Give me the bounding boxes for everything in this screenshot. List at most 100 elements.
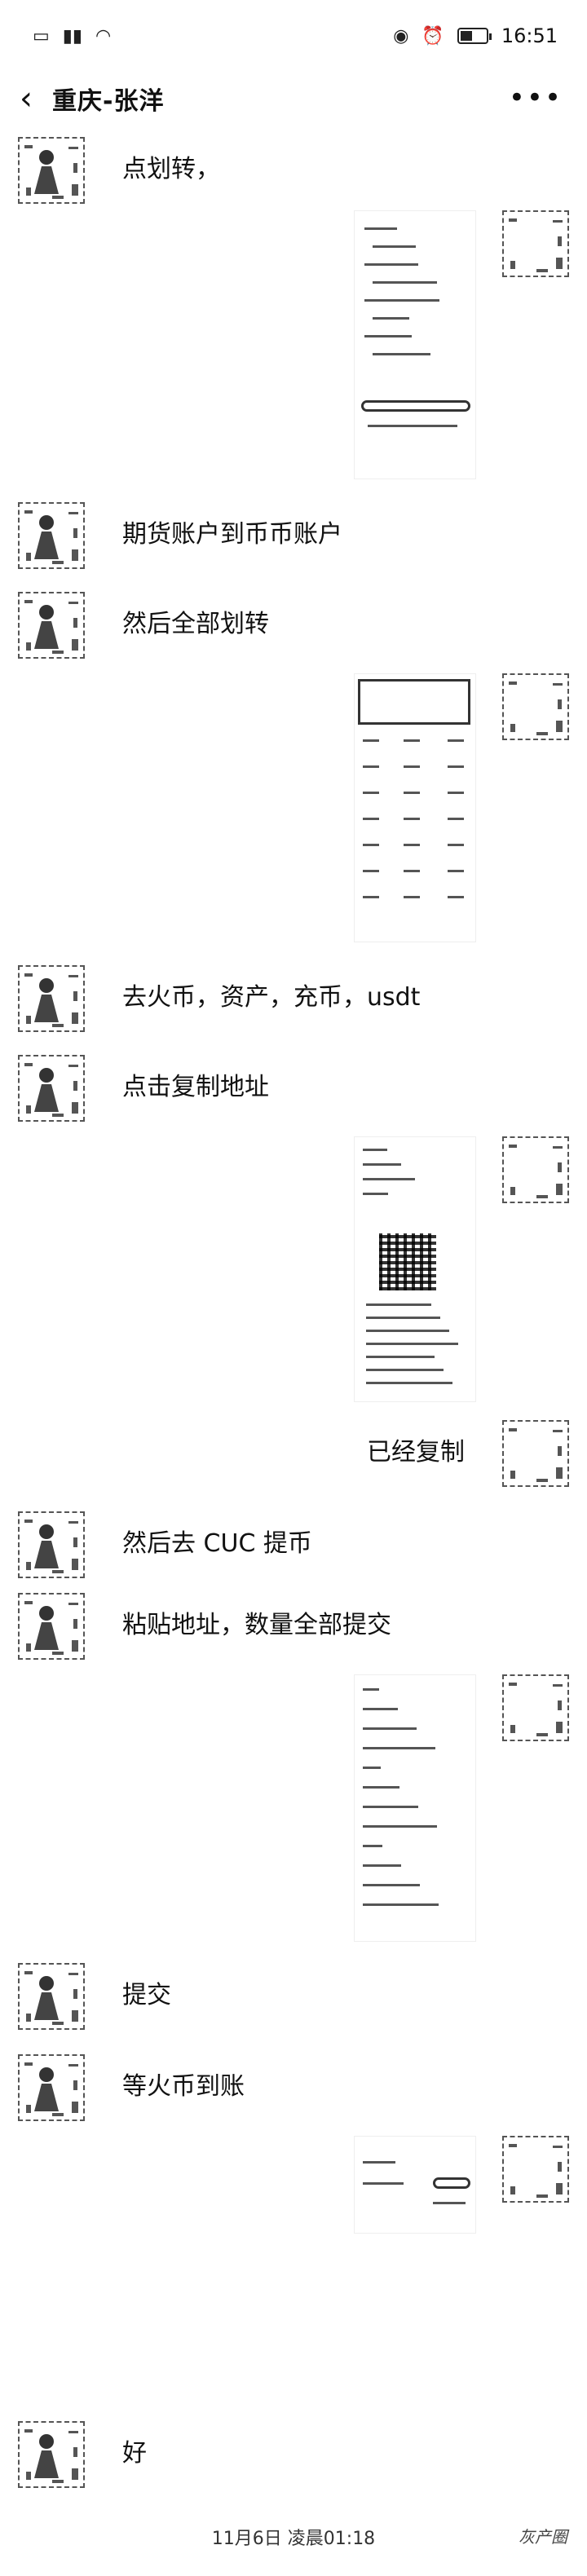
screenshot-text-line <box>373 245 416 248</box>
image-message-thumbnail[interactable] <box>354 1136 476 1402</box>
avatar-figure-body <box>34 621 59 649</box>
screenshot-text-line <box>363 1708 398 1710</box>
message-text[interactable]: 已经复制 <box>367 1438 465 1467</box>
screenshot-text-line <box>448 896 464 898</box>
contact-avatar[interactable] <box>18 502 85 569</box>
message-text[interactable]: 粘贴地址，数量全部提交 <box>122 1611 391 1639</box>
message-text[interactable]: 期货账户到币币账户 <box>122 520 342 549</box>
avatar-noise <box>52 2022 64 2025</box>
chat-message: 粘贴地址，数量全部提交 <box>0 1593 587 1674</box>
screenshot-text-line <box>363 1884 420 1886</box>
message-text[interactable]: 点划转， <box>122 155 220 183</box>
screenshot-text-line <box>363 1163 401 1166</box>
my-avatar[interactable] <box>502 1674 569 1741</box>
avatar-noise <box>26 1562 31 1570</box>
qr-code-icon <box>379 1233 436 1290</box>
screenshot-text-line <box>363 1193 388 1195</box>
avatar-noise <box>52 2480 64 2483</box>
my-avatar[interactable] <box>502 2136 569 2203</box>
avatar-noise <box>509 1145 517 1148</box>
screenshot-text-line <box>363 1806 418 1808</box>
avatar-noise <box>24 1601 33 1604</box>
contact-avatar[interactable] <box>18 1963 85 2030</box>
message-text[interactable]: 点击复制地址 <box>122 1073 269 1101</box>
message-text[interactable]: 好 <box>122 2439 147 2468</box>
watermark: 灰产圈 <box>519 2527 567 2547</box>
avatar-noise <box>24 600 33 603</box>
screenshot-text-line <box>448 792 464 794</box>
my-avatar[interactable] <box>502 210 569 277</box>
message-text[interactable]: 提交 <box>122 1981 171 2009</box>
avatar-noise <box>24 510 33 514</box>
signal-icon: ▮▮ <box>62 25 83 46</box>
chat-message <box>0 673 587 1045</box>
contact-avatar[interactable] <box>18 1511 85 1578</box>
chat-message: 去火币，资产，充币，usdt <box>0 965 587 1053</box>
alarm-icon: ⏰ <box>421 25 444 46</box>
avatar-noise <box>72 2468 78 2480</box>
avatar-noise <box>68 1065 78 1067</box>
my-avatar[interactable] <box>502 1420 569 1487</box>
my-avatar[interactable] <box>502 1136 569 1203</box>
avatar-noise <box>72 1640 78 1652</box>
back-button[interactable]: ‹ <box>0 72 52 126</box>
image-message-thumbnail[interactable] <box>354 673 476 942</box>
screenshot-text-line <box>363 1688 379 1691</box>
contact-avatar[interactable] <box>18 2421 85 2488</box>
screenshot-text-line <box>448 739 464 742</box>
contact-avatar[interactable] <box>18 137 85 204</box>
contact-avatar[interactable] <box>18 1593 85 1660</box>
screenshot-text-line <box>364 299 439 302</box>
screenshot-text-line <box>404 792 420 794</box>
avatar-noise <box>558 1446 562 1456</box>
avatar-noise <box>509 2144 517 2147</box>
message-text[interactable]: 等火币到账 <box>122 2072 245 2101</box>
message-text[interactable]: 然后全部划转 <box>122 610 269 638</box>
screenshot-text-line <box>363 1825 437 1828</box>
screenshot-text-line <box>366 1382 452 1384</box>
avatar-figure-head <box>39 978 54 993</box>
avatar-noise <box>536 732 548 735</box>
image-message-thumbnail[interactable] <box>354 1674 476 1942</box>
screenshot-text-line <box>404 818 420 820</box>
screenshot-text-line <box>363 1149 387 1151</box>
avatar-noise <box>26 187 31 196</box>
avatar-noise <box>72 639 78 651</box>
screenshot-text-line <box>404 870 420 872</box>
message-text[interactable]: 去火币，资产，充币，usdt <box>122 983 421 1012</box>
contact-avatar[interactable] <box>18 1055 85 1122</box>
avatar-noise <box>73 1619 77 1629</box>
screenshot-text-line <box>364 335 412 337</box>
avatar-noise <box>536 1733 548 1736</box>
image-message-thumbnail[interactable] <box>354 2136 476 2234</box>
avatar-noise <box>72 1559 78 1570</box>
contact-avatar[interactable] <box>18 2054 85 2121</box>
status-bar: ▭ ▮▮ ◠ ◉ ⏰ 16:51 <box>0 0 587 72</box>
contact-avatar[interactable] <box>18 592 85 659</box>
chat-message: 然后去 CUC 提币 <box>0 1511 587 1593</box>
screenshot-text-line <box>433 2202 466 2204</box>
screenshot-button <box>433 2177 470 2189</box>
chat-message: 等火币到账 <box>0 2054 587 2136</box>
message-text[interactable]: 然后去 CUC 提币 <box>122 1529 312 1558</box>
avatar-figure-head <box>39 605 54 620</box>
image-message-thumbnail[interactable] <box>354 210 476 479</box>
avatar-noise <box>558 236 562 246</box>
avatar-noise <box>558 1162 562 1172</box>
more-options-button[interactable]: ••• <box>508 82 563 114</box>
screenshot-text-line <box>404 739 420 742</box>
chat-message <box>0 1674 587 2022</box>
chat-title: 重庆-张洋 <box>52 87 165 116</box>
avatar-figure-head <box>39 1976 54 1991</box>
avatar-noise <box>73 618 77 628</box>
avatar-figure-head <box>39 1068 54 1083</box>
avatar-noise <box>72 549 78 561</box>
my-avatar[interactable] <box>502 673 569 740</box>
screenshot-text-line <box>366 1343 458 1345</box>
avatar-noise <box>558 699 562 709</box>
screenshot-text-line <box>404 765 420 768</box>
avatar-noise <box>553 2146 563 2148</box>
screenshot-highlight-box <box>358 679 470 725</box>
contact-avatar[interactable] <box>18 965 85 1032</box>
screenshot-text-line <box>448 870 464 872</box>
